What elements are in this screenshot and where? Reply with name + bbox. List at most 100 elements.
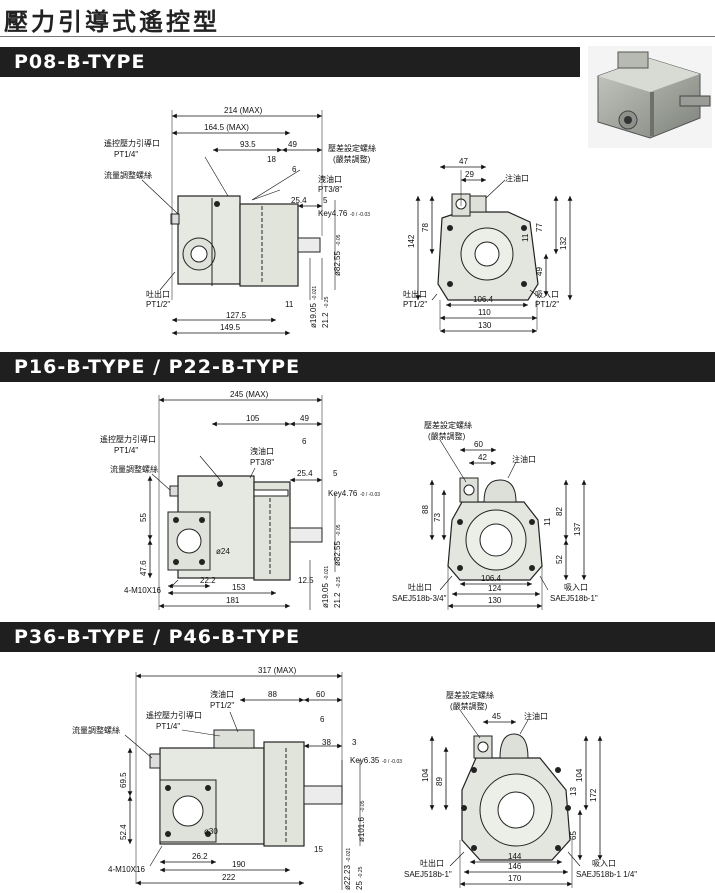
p08-key-label: Key4.76 [318, 209, 348, 218]
p16-dim-22: 22.2 [200, 576, 216, 585]
p36-shaft [303, 785, 343, 805]
product-photo [588, 46, 712, 148]
p16-drain-port-size: PT3/8" [250, 458, 274, 467]
p36-dim-222: 222 [222, 873, 236, 882]
p16-front-outlet-size: SAEJ518b-3/4" [392, 594, 447, 603]
p36-front-view: 壓差設定螺絲 (嚴禁調整) 45 注油口 104 89 104 172 13 6… [404, 690, 637, 888]
p36-remote-port-size: PT1/4" [156, 722, 180, 731]
p08-front-outlet-size: PT1/2" [403, 300, 427, 309]
p08-side-housing [239, 203, 299, 287]
p36-dim-3: 3 [352, 738, 357, 747]
p16-front-dim-124: 124 [488, 584, 502, 593]
section-title-p08: P08-B-TYPE [0, 47, 580, 77]
p08-pressure-screw-note: (嚴禁調整) [333, 154, 371, 164]
p08-dim-18: 18 [267, 155, 276, 164]
p16-front-dim-11: 11 [543, 517, 552, 526]
p36-dim-60: 60 [316, 690, 325, 699]
p16-dim-153: 153 [232, 583, 246, 592]
p08-front-dim-49: 49 [535, 267, 544, 276]
p36-dim-69: 69.5 [119, 772, 128, 788]
p08-dim-127: 127.5 [226, 311, 247, 320]
p08-dim-11: 11 [285, 300, 294, 309]
p36-shaft-d2: 25 [355, 881, 364, 890]
p16-dim-245: 245 (MAX) [230, 390, 269, 399]
p36-front-dim-170: 170 [508, 874, 522, 883]
p16-front-inlet: 吸入口 [564, 583, 588, 592]
p16-front-dim-106: 106.4 [481, 574, 502, 583]
p08-shaft [297, 237, 321, 253]
p36-front-pressure-screw: 壓差設定螺絲 [446, 690, 494, 700]
p08-front-dim-78: 78 [421, 223, 430, 232]
p16-front-dim-60: 60 [474, 440, 483, 449]
p16-shaft-d2: 21.2 [333, 592, 342, 608]
p36-pilot-d: ø101.6 [357, 817, 366, 842]
p36-front-dim-89: 89 [435, 777, 444, 786]
p16-key-label: Key4.76 [328, 489, 358, 498]
p08-front-dim-11: 11 [521, 233, 530, 242]
p36-front-dim-65: 65 [569, 831, 578, 840]
p36-front-outlet-size: SAEJ518b-1" [404, 870, 452, 879]
p36-shaft-d1: ø22.23 [343, 865, 352, 890]
p16-front-dim-130: 130 [488, 596, 502, 605]
p08-dim-6: 6 [292, 165, 297, 174]
p36-front-pressure-note: (嚴禁調整) [450, 701, 488, 711]
p16-front-oil-port: 注油口 [512, 454, 536, 464]
p16-dim-105: 105 [246, 414, 260, 423]
p36-front-inlet: 吸入口 [592, 859, 616, 868]
p16-shaft-d1-tol: -0.021 [324, 566, 330, 580]
p16-pilot-d: ø82.55 [333, 541, 342, 566]
p36-side-view: 317 (MAX) 88 60 6 38 3 洩油口 PT1/2" 遙控壓力引導… [72, 666, 402, 890]
p36-drain-port-label: 洩油口 [210, 689, 234, 699]
p08-outlet-label: 吐出口 [146, 289, 170, 299]
p16-dim-55: 55 [139, 513, 148, 522]
p36-pilot-d-tol: -0.05 [360, 800, 366, 812]
p36-drain-port-size: PT1/2" [210, 701, 234, 710]
p16-front-inlet-size: SAEJ518b-1" [550, 594, 598, 603]
p16-drain-port-label: 洩油口 [250, 446, 274, 456]
p08-front-dim-77: 77 [535, 223, 544, 232]
p16-dim-6: 6 [302, 437, 307, 446]
p08-front-oil-port: 注油口 [505, 173, 529, 183]
p08-dim-149: 149.5 [220, 323, 241, 332]
p08-outlet-size: PT1/2" [146, 300, 170, 309]
page-title: 壓力引導式遙控型 [4, 8, 220, 36]
p08-dim-5: 5 [323, 196, 328, 205]
p36-dim-88: 88 [268, 690, 277, 699]
section-title-p16: P16-B-TYPE / P22-B-TYPE [0, 352, 715, 382]
p08-remote-port-label: 遙控壓力引導口 [104, 138, 160, 148]
p36-dim-26: 26.2 [192, 852, 208, 861]
p16-front-view: 壓差設定螺絲 (嚴禁調整) 60 42 注油口 88 73 11 82 137 … [392, 420, 598, 610]
p36-front-dim-104b: 104 [575, 768, 584, 782]
p08-front-dim-106: 106.4 [473, 295, 494, 304]
p36-dim-30: ø30 [204, 827, 218, 836]
p16-front-dim-88: 88 [421, 505, 430, 514]
p36-side-housing [263, 741, 305, 847]
p16-dim-25: 25.4 [297, 469, 313, 478]
p16-front-dim-52: 52 [555, 555, 564, 564]
p16-dim-47: 47.6 [139, 560, 148, 576]
p36-bolt-label: 4-M10X16 [108, 865, 145, 874]
p16-front-dim-73: 73 [433, 513, 442, 522]
p36-dim-6: 6 [320, 715, 325, 724]
p08-dim-25: 25.4 [291, 196, 307, 205]
p36-front-dim-104a: 104 [421, 768, 430, 782]
p36-front-dim-146: 146 [508, 862, 522, 871]
p16-front-pressure-note: (嚴禁調整) [428, 431, 466, 441]
p16-front-pressure-screw: 壓差設定螺絲 [424, 420, 472, 430]
p08-dim-214: 214 (MAX) [224, 106, 263, 115]
p36-remote-port-label: 遙控壓力引導口 [146, 710, 202, 720]
p08-front-dim-142: 142 [407, 234, 416, 248]
p36-shaft-d1-tol: -0.021 [346, 848, 352, 862]
p36-front-dim-45: 45 [492, 712, 501, 721]
p08-front-outlet: 吐出口 [403, 289, 427, 299]
p16-dim-5: 5 [333, 469, 338, 478]
p08-pressure-screw-label: 壓差設定螺絲 [328, 143, 376, 153]
p08-flow-screw-label: 流量調整螺絲 [104, 170, 152, 180]
p16-dim-181: 181 [226, 596, 240, 605]
p08-key-tol: -0 / -0.03 [350, 212, 370, 218]
p16-front-outlet: 吐出口 [408, 582, 432, 592]
p36-dim-190: 190 [232, 860, 246, 869]
p16-front-dim-82: 82 [555, 507, 564, 516]
p08-drain-port-label: 洩油口 [318, 174, 342, 184]
p36-flow-screw-label: 流量調整螺絲 [72, 725, 120, 735]
